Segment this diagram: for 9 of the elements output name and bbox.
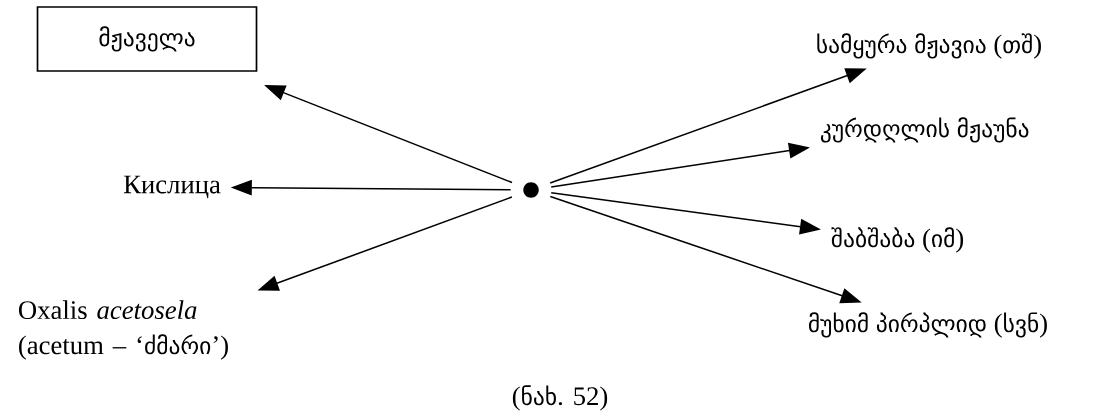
- plant-name: Кислица: [123, 175, 221, 199]
- plant-name: კურდღლის მჟაუნა: [820, 117, 1029, 143]
- center-dot: [523, 182, 539, 198]
- plant-name: Oxalis acetosela (acetum – ‘ძმარი’): [18, 300, 228, 360]
- plant-name: შაბშაბა (იმ): [831, 227, 964, 253]
- figure-caption: (ნახ. 52): [512, 385, 608, 411]
- plant-name: სამყურა მჟავია (თშ): [817, 33, 1041, 59]
- label-box: მჟაველა: [36, 6, 258, 72]
- plant-name: მუხიმ პირპლიდ (სვნ): [809, 312, 1047, 338]
